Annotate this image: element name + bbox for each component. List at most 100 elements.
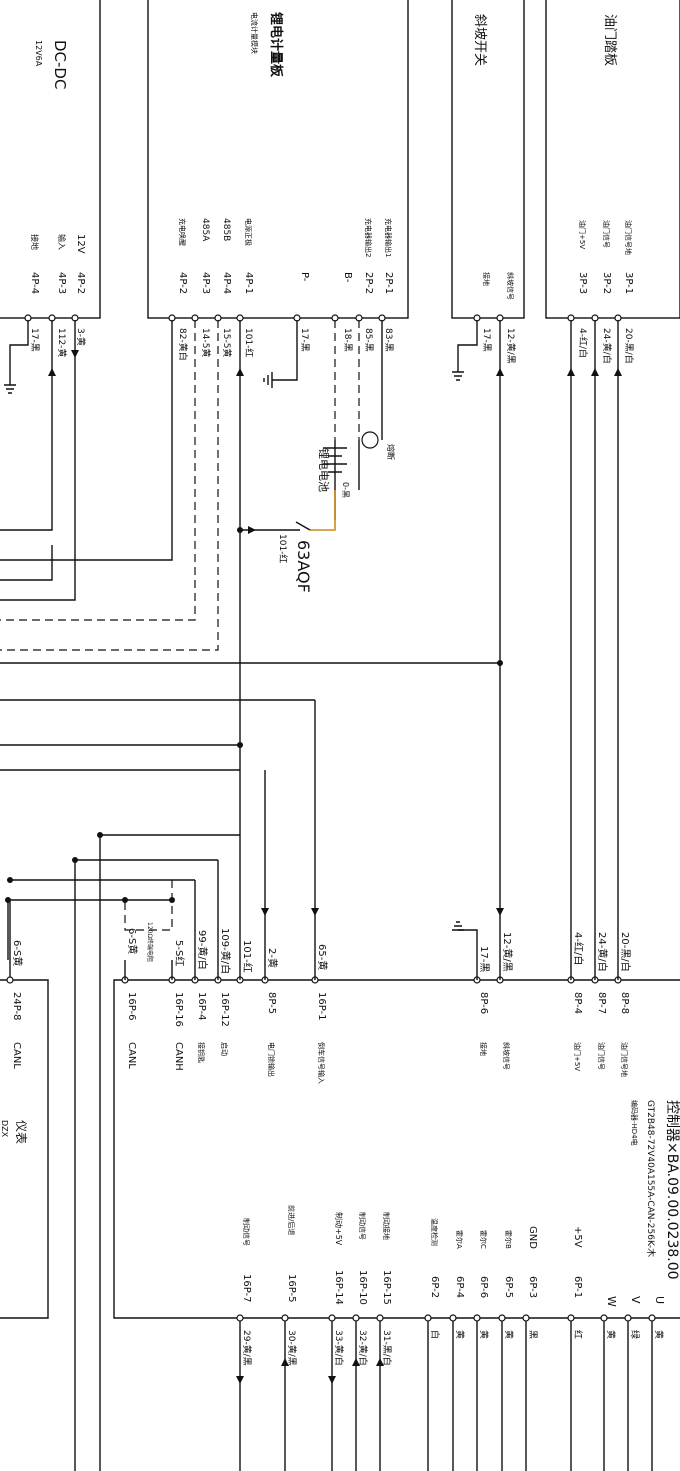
junction-dot — [7, 877, 13, 883]
controller-pin-label: +5V — [572, 1226, 583, 1248]
controller-pin-label: 制动信号 — [358, 1212, 367, 1240]
throttle-pin: 3P-3 — [577, 272, 588, 294]
pin-terminal — [352, 1314, 360, 1322]
throttle-title: 油门踏板 — [602, 14, 617, 66]
meter-title: 锂电计量板 — [268, 12, 284, 78]
tilt-box — [451, 0, 525, 319]
pin-terminal — [473, 1314, 481, 1322]
meter-wire: 82-黄白 — [177, 328, 189, 361]
meter-pin: 4P-1 — [243, 272, 254, 294]
controller-pin: 8P-5 — [266, 992, 277, 1014]
controller-pin-label: 霍尔A — [455, 1230, 464, 1249]
wire-arrow — [261, 908, 269, 916]
controller-pin: 16P-5 — [286, 1274, 297, 1303]
wire — [9, 320, 29, 385]
controller-wire: 17-黑 — [478, 946, 490, 972]
dcdc-pin: 4P-3 — [56, 272, 67, 294]
controller-wire: 红 — [572, 1330, 584, 1339]
pin-terminal — [498, 1314, 506, 1322]
pin-terminal — [376, 1314, 384, 1322]
dash-subtitle: DZX — [0, 1120, 9, 1138]
controller-wire: 6-S黄 — [126, 928, 139, 954]
meter-wire: 83-黑 — [383, 328, 394, 352]
wire-arrow — [567, 368, 575, 376]
pin-terminal — [236, 1314, 244, 1322]
controller-box — [113, 979, 680, 1319]
wire-arrow — [236, 368, 244, 376]
controller-pin-label: 接钥匙 — [197, 1042, 206, 1063]
controller-pin: 6P-5 — [503, 1276, 514, 1298]
throttle-wire: 4-红/白 — [577, 328, 589, 358]
tilt-wire: 17-黑 — [481, 328, 492, 352]
controller-wire: 99-黄/白 — [196, 930, 209, 970]
wire-arrow — [236, 1376, 244, 1384]
phase-wire: 黄 — [605, 1330, 617, 1339]
meter-wire: 101-红 — [243, 328, 255, 357]
meter-wire: 17-黑 — [299, 328, 310, 352]
junction-dot — [72, 857, 78, 863]
dcdc-pin-label: 接地 — [30, 234, 40, 250]
phase-wire: 黄 — [653, 1330, 665, 1339]
meter-pin-label: 电源正极 — [244, 218, 253, 246]
controller-pin: 8P-7 — [596, 992, 607, 1014]
controller-wire: 黑 — [527, 1330, 538, 1339]
controller-pin: 16P-7 — [241, 1274, 252, 1303]
controller-pin-label: 油门信号 — [597, 1042, 606, 1070]
wire — [457, 320, 478, 372]
wire-dashed — [0, 320, 219, 651]
controller-wire: 12-黄/黑 — [501, 932, 514, 972]
controller-pin-label: CANL — [126, 1042, 137, 1069]
wire — [0, 545, 53, 581]
pin-terminal — [567, 1314, 575, 1322]
junction-dot — [497, 660, 503, 666]
controller-subtitle: GT2B48-72V40A155A-CAN-256K-木 — [645, 1100, 657, 1257]
controller-wire: 4-红/白 — [572, 932, 585, 965]
meter-wire: 18-黑 — [342, 328, 353, 352]
meter-wire: 85-黑 — [363, 328, 374, 352]
breaker-arrow — [248, 526, 256, 534]
dash-box — [0, 979, 49, 1319]
controller-pin: 16P-16 — [173, 992, 184, 1027]
tilt-pin-label: 接地 — [482, 272, 491, 286]
wire — [0, 320, 76, 601]
dcdc-pin-label: 输入 — [57, 234, 67, 250]
controller-pin: 16P-10 — [357, 1270, 368, 1305]
fuse-label: 熔断 — [386, 444, 396, 460]
wire-arrow — [281, 1358, 289, 1366]
controller-wire: 2-黄 — [266, 948, 279, 968]
pin-terminal — [281, 1314, 289, 1322]
controller-wire: 109-黄/白 — [219, 928, 232, 974]
controller-left-pins: 6-S黄 5-S红 99-黄/白 109-黄/白 101-红 2-黄 65-黄 … — [121, 928, 632, 1084]
junction-dot — [122, 897, 128, 903]
wire-arrow — [614, 368, 622, 376]
controller-pin: 8P-8 — [619, 992, 630, 1014]
wire-arrow — [48, 368, 56, 376]
dcdc-pin: 4P-4 — [29, 272, 40, 294]
dcdc-wire: 112-黄 — [56, 328, 68, 357]
controller-pin-label: 启动 — [220, 1042, 229, 1056]
wire-arrow — [496, 368, 504, 376]
controller-note: 编码器-HD4电 — [630, 1100, 639, 1146]
wire — [458, 929, 478, 960]
controller-pin: 16P-14 — [333, 1270, 344, 1305]
wire-dashed — [0, 320, 196, 621]
pin-terminal — [328, 1314, 336, 1322]
throttle-pin-label: 油门+5V — [578, 220, 587, 249]
dcdc-pin: 4P-2 — [75, 272, 86, 294]
tilt-wire: 12-黄/黑 — [505, 328, 517, 364]
controller-pin-label: 油门信号地 — [620, 1042, 629, 1077]
dcdc-title: DC-DC — [51, 40, 69, 89]
controller-title: 控制器×BA.09.00.0238.00 — [664, 1100, 680, 1280]
controller-pin-label: 霍尔C — [479, 1230, 488, 1249]
throttle-pin: 3P-1 — [623, 272, 634, 294]
controller-pin: 6P-1 — [572, 1276, 583, 1298]
meter-pin: 4P-2 — [177, 272, 188, 294]
controller-wire: 5-S红 — [173, 940, 186, 966]
controller-wire: 黄 — [478, 1330, 490, 1339]
controller-pin: 16P-6 — [126, 992, 137, 1021]
controller-pin-label: 制动信号 — [242, 1218, 251, 1246]
controller-pin-label: GND — [527, 1226, 538, 1249]
junction-dot — [169, 897, 175, 903]
pin-terminal — [6, 976, 14, 984]
wire — [0, 320, 53, 531]
